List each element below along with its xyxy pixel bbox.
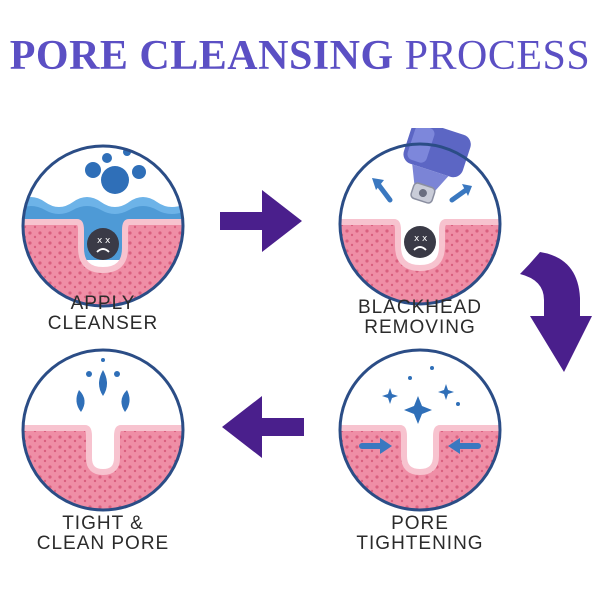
caption-tight-clean-pore: TIGHT & CLEAN PORE bbox=[7, 514, 199, 554]
svg-text:x: x bbox=[414, 234, 420, 244]
title-light: PROCESS bbox=[404, 33, 591, 79]
step-blackhead-removing: x x BLACKHEAD REMOVING bbox=[334, 128, 506, 338]
svg-text:x: x bbox=[422, 234, 428, 244]
page-title: PORE CLEANSING PROCESS bbox=[0, 34, 600, 78]
step-apply-cleanser: x x APPLY CLEANSER bbox=[17, 140, 189, 334]
caption-line2: CLEANSER bbox=[47, 313, 159, 334]
svg-text:x: x bbox=[105, 236, 111, 246]
caption-blackhead-removing: BLACKHEAD REMOVING bbox=[324, 298, 516, 338]
caption-line2: CLEAN PORE bbox=[36, 533, 170, 554]
arrow-curved-down-icon bbox=[520, 252, 592, 372]
caption-apply-cleanser: APPLY CLEANSER bbox=[7, 294, 199, 334]
tight-clean-pore-illustration bbox=[21, 348, 185, 512]
title-bold: PORE CLEANSING bbox=[9, 33, 394, 79]
pore-tightening-illustration bbox=[338, 348, 502, 512]
step-tight-clean-pore: TIGHT & CLEAN PORE bbox=[17, 344, 189, 554]
caption-pore-tightening: PORE TIGHTENING bbox=[324, 514, 516, 554]
step-pore-tightening: PORE TIGHTENING bbox=[334, 344, 506, 554]
caption-line1: TIGHT & bbox=[62, 513, 144, 534]
blackhead-removing-illustration: x x bbox=[338, 128, 502, 306]
caption-line1: BLACKHEAD bbox=[357, 297, 483, 318]
caption-line1: PORE bbox=[391, 513, 449, 534]
caption-line2: TIGHTENING bbox=[356, 533, 484, 554]
apply-cleanser-illustration: x x bbox=[21, 144, 185, 308]
svg-text:x: x bbox=[97, 236, 103, 246]
caption-line2: REMOVING bbox=[364, 317, 476, 338]
arrow-right-icon bbox=[220, 190, 302, 252]
arrow-left-icon bbox=[222, 396, 304, 458]
caption-line1: APPLY bbox=[70, 293, 136, 314]
